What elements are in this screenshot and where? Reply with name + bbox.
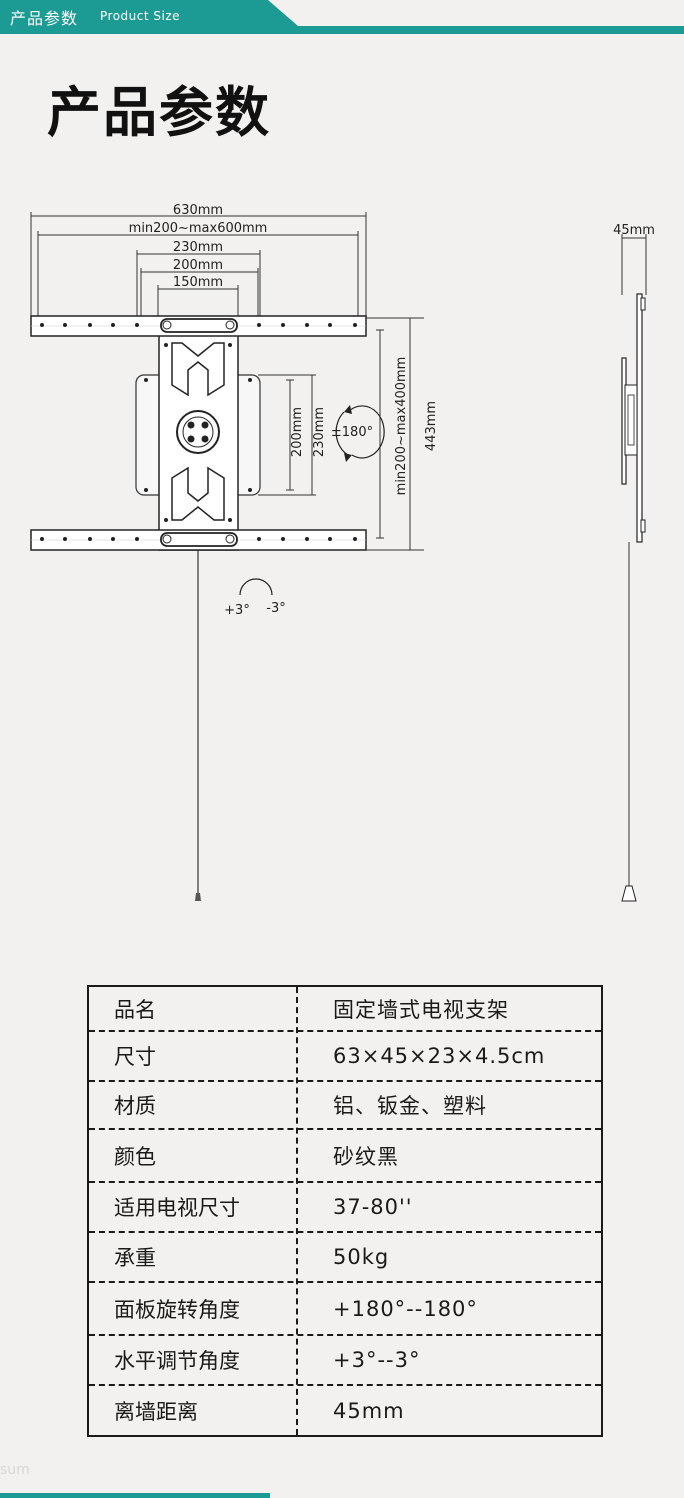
dim-depth: 45mm bbox=[613, 223, 655, 238]
spec-key: 适用电视尺寸 bbox=[114, 1196, 240, 1220]
spec-row: 离墙距离 45mm bbox=[89, 1386, 601, 1435]
spec-value: 50kg bbox=[333, 1245, 390, 1269]
dim-vertical-range: min200~max400mm bbox=[394, 357, 409, 496]
dim-plate-150: 150mm bbox=[173, 275, 223, 290]
watermark: sum bbox=[0, 1462, 30, 1478]
rotation-icon bbox=[335, 405, 385, 462]
spec-value: +3°--3° bbox=[333, 1348, 421, 1372]
tilt-plus-label: +3° bbox=[224, 603, 250, 618]
dim-hole-range: min200~max600mm bbox=[129, 221, 268, 236]
spec-key: 颜色 bbox=[114, 1144, 156, 1169]
mount-plate bbox=[135, 317, 261, 551]
spec-value: 45mm bbox=[333, 1398, 405, 1423]
spec-value: 砂纹黑 bbox=[333, 1144, 399, 1169]
dim-height: 443mm bbox=[424, 401, 439, 451]
bottom-rail bbox=[30, 529, 367, 551]
spec-key: 水平调节角度 bbox=[114, 1349, 240, 1373]
spec-row: 尺寸 63×45×23×4.5cm bbox=[89, 1032, 601, 1082]
spec-row: 承重 50kg bbox=[89, 1233, 601, 1283]
dim-overall-width: 630mm bbox=[173, 203, 223, 218]
top-rail bbox=[30, 315, 367, 337]
product-drawing: 630mm min200~max600mm 230mm 200mm 150mm bbox=[30, 203, 655, 902]
spec-key: 材质 bbox=[114, 1094, 156, 1118]
footer-bar bbox=[0, 1493, 270, 1498]
header-subtitle: Product Size bbox=[100, 9, 181, 23]
dimension-labels-top: 630mm min200~max600mm 230mm 200mm 150mm bbox=[129, 203, 268, 290]
header-background bbox=[0, 0, 684, 34]
dim-plate-230: 230mm bbox=[173, 240, 223, 255]
spec-key: 承重 bbox=[114, 1246, 156, 1270]
spec-value: +180°--180° bbox=[333, 1296, 478, 1321]
spec-key: 面板旋转角度 bbox=[114, 1297, 240, 1322]
pull-cord-tip bbox=[195, 893, 201, 901]
spec-row: 材质 铝、钣金、塑料 bbox=[89, 1082, 601, 1130]
spec-value: 铝、钣金、塑料 bbox=[333, 1094, 487, 1118]
dim-plate-200: 200mm bbox=[173, 258, 223, 273]
header-title: 产品参数 bbox=[10, 9, 79, 28]
spec-value: 37-80'' bbox=[333, 1195, 413, 1219]
spec-key: 尺寸 bbox=[114, 1045, 156, 1069]
spec-key: 离墙距离 bbox=[114, 1399, 198, 1424]
side-view bbox=[621, 234, 647, 902]
spec-value: 固定墙式电视支架 bbox=[333, 997, 509, 1022]
tilt-icon bbox=[239, 578, 273, 596]
spec-key: 品名 bbox=[114, 997, 156, 1022]
spec-row: 颜色 砂纹黑 bbox=[89, 1130, 601, 1183]
side-pull-cord-tip bbox=[621, 885, 637, 902]
spec-value: 63×45×23×4.5cm bbox=[333, 1044, 546, 1068]
dim-vertical-200: 200mm bbox=[290, 407, 305, 457]
tilt-minus-label: -3° bbox=[266, 601, 285, 616]
spec-column-divider bbox=[296, 987, 298, 1435]
spec-row: 水平调节角度 +3°--3° bbox=[89, 1336, 601, 1386]
spec-table: 品名 固定墙式电视支架 尺寸 63×45×23×4.5cm 材质 铝、钣金、塑料… bbox=[87, 985, 603, 1437]
spec-row: 品名 固定墙式电视支架 bbox=[89, 987, 601, 1032]
spec-row: 适用电视尺寸 37-80'' bbox=[89, 1183, 601, 1233]
dim-vertical-230: 230mm bbox=[312, 407, 327, 457]
page-title: 产品参数 bbox=[47, 81, 271, 144]
header-bar: 产品参数 Product Size bbox=[0, 0, 684, 34]
spec-row: 面板旋转角度 +180°--180° bbox=[89, 1283, 601, 1336]
rotation-label: ±180° bbox=[331, 425, 373, 440]
